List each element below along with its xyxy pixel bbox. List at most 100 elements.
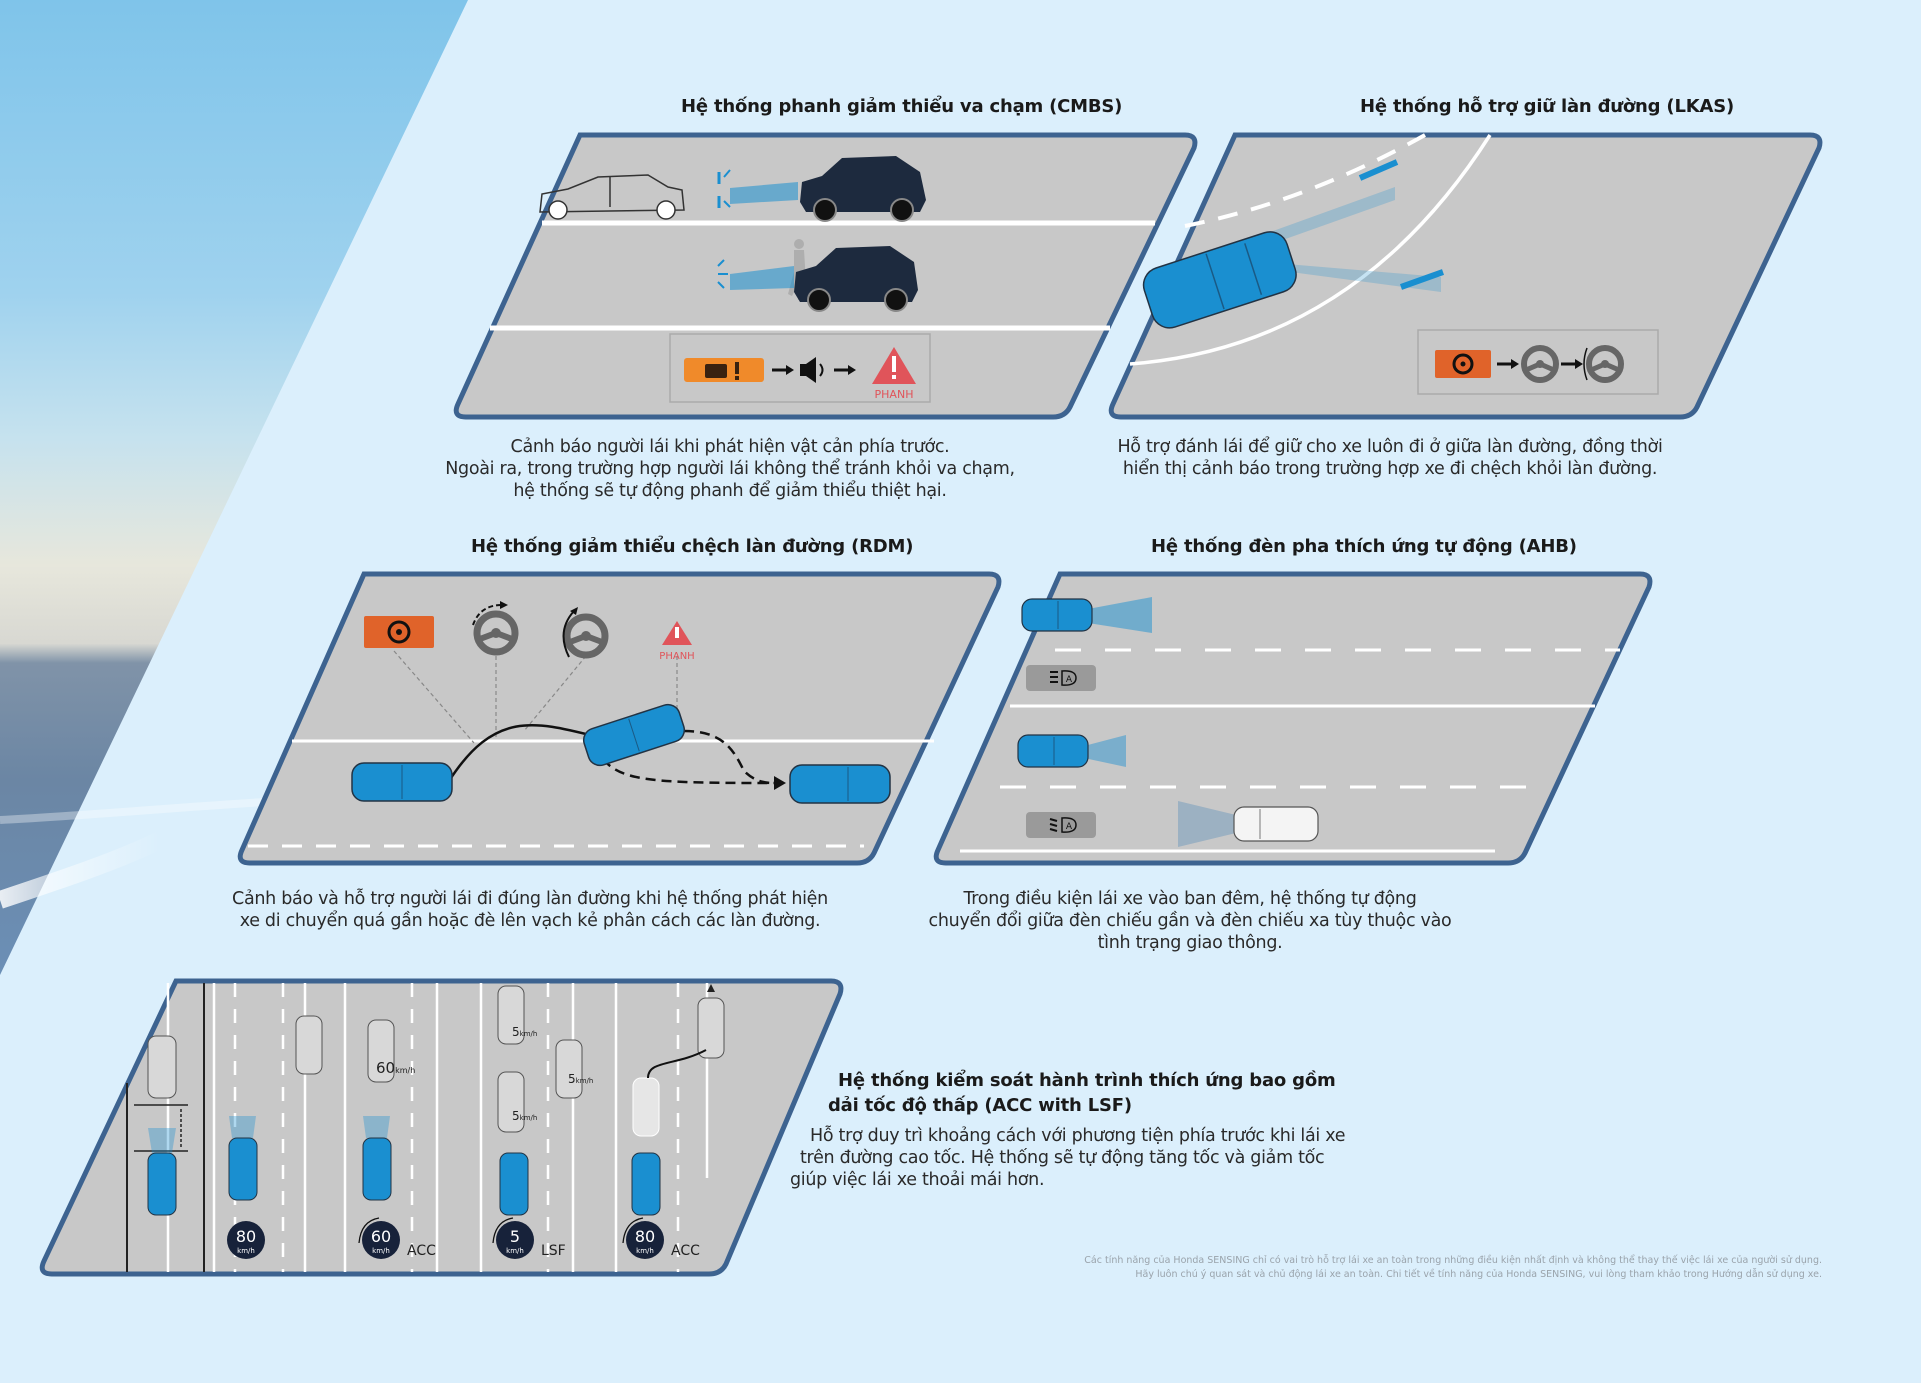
auto-high-beam-icon: A [1026,665,1096,691]
car-speed-label: 5km/h [568,1072,593,1086]
speed-change-arrow-icon [622,1217,644,1244]
acc-title: Hệ thống kiểm soát hành trình thích ứng … [828,1068,1336,1118]
speaker-icon [800,357,824,383]
car-warning-icon [684,358,764,382]
rdm-desc-line: Cảnh báo và hỗ trợ người lái đi đúng làn… [232,889,828,909]
lkas-title: Hệ thống hỗ trợ giữ làn đường (LKAS) [1360,96,1734,117]
arrow-icon [772,365,794,375]
speed-unit: km/h [237,1247,255,1255]
cruise-mode-label: ACC [407,1243,436,1259]
car-top-view-icon [789,764,891,804]
auto-label: A [1066,675,1073,685]
speed-change-arrow-icon [492,1217,514,1244]
correction-path [592,745,775,785]
auto-label: A [1066,822,1073,832]
speed-gauge-dial [362,1221,400,1259]
lkas-description: Hỗ trợ đánh lái để giữ cho xe luôn đi ở … [1090,436,1690,480]
cruise-mode-label: LSF [541,1243,566,1259]
car-top-view-icon [631,1152,661,1216]
rdm-title: Hệ thống giảm thiểu chệch làn đường (RDM… [471,536,914,557]
rdm-illustration: PHANH [237,571,1002,866]
car-outline [555,1039,583,1099]
disclaimer-line: Hãy luôn chú ý quan sát và chủ động lái … [1135,1269,1822,1280]
low-beam-light [1084,735,1126,767]
speed-unit: km/h [506,1247,524,1255]
lkas-road [1108,132,1823,420]
cmbs-desc-line: Cảnh báo người lái khi phát hiện vật cản… [510,437,950,457]
warning-sequence-box [1417,329,1659,395]
suv-icon [800,156,926,222]
speed-gauge-dial [626,1221,664,1259]
car-outline [497,985,525,1045]
ahb-title: Hệ thống đèn pha thích ứng tự động (AHB) [1151,536,1577,557]
car-speed-label: 5km/h [512,1109,537,1123]
speed-gauge: 60km/h ACC [358,1217,436,1259]
disclaimer-footnote: Các tính năng của Honda SENSING chỉ có v… [1084,1254,1822,1282]
rdm-desc-line: xe di chuyển quá gần hoặc đè lên vạch kẻ… [239,911,821,931]
steering-assist-icon [1521,345,1559,383]
steering-assist-icon [472,601,519,656]
ahb-road [933,571,1653,866]
car-speed-label: 5km/h [512,1025,537,1039]
radar-signal-icon [717,259,794,290]
acc-illustration: 60km/h 5km/h 5km/h 5km/h [39,978,844,1277]
car-outline [367,1019,395,1083]
speed-gauge: 5km/h LSF [492,1217,566,1259]
radar-signal-icon [717,169,798,208]
brake-label: PHANH [659,651,694,662]
speed-value: 80 [236,1227,256,1246]
lead-car-outline [147,1035,177,1099]
oncoming-car-icon [1233,806,1319,842]
gap-indicator [134,1104,188,1152]
car-top-view-icon [1017,734,1089,768]
acc-description: Hỗ trợ duy trì khoảng cách với phương ti… [790,1125,1346,1191]
acc-desc-line: trên đường cao tốc. Hệ thống sẽ tự động … [800,1148,1325,1168]
acc-desc-line: Hỗ trợ duy trì khoảng cách với phương ti… [810,1126,1346,1146]
car-top-view-icon [228,1137,258,1201]
arrow-icon [1561,359,1583,369]
car-top-view-icon [1142,231,1297,329]
car-top-view-icon [582,703,686,767]
lane-line-solid [1129,134,1492,366]
lkas-desc-line: hiển thị cảnh báo trong trường hợp xe đi… [1122,459,1658,479]
speed-gauge-dial [227,1221,265,1259]
acc-title-line: dải tốc độ thấp (ACC with LSF) [828,1095,1132,1116]
car-top-view-icon [362,1137,392,1201]
car-top-view-icon [1021,598,1093,632]
speed-value: 60 [371,1227,391,1246]
lane-change-path [647,1049,707,1079]
car-speed-label: 60km/h [376,1059,415,1077]
cmbs-description: Cảnh báo người lái khi phát hiện vật cản… [420,436,1040,502]
disclaimer-line: Các tính năng của Honda SENSING chỉ có v… [1084,1255,1822,1266]
arrow-icon [1497,359,1519,369]
cruise-mode-label: ACC [671,1243,700,1259]
ahb-description: Trong điều kiện lái xe vào ban đêm, hệ t… [900,888,1480,954]
speed-unit: km/h [636,1247,654,1255]
car-top-view-icon [499,1152,529,1216]
ahb-illustration: A A [933,571,1653,866]
steering-return-icon [1583,345,1624,383]
cmbs-illustration: PHANH [453,132,1198,420]
car-outline [295,1015,323,1075]
car-outline [697,997,725,1059]
cmbs-title: Hệ thống phanh giảm thiểu va chạm (CMBS) [681,96,1123,117]
cmbs-desc-line: Ngoài ra, trong trường hợp người lái khô… [445,459,1015,479]
car-top-view-icon [351,762,453,802]
brake-warning-icon [872,347,916,384]
lane-line-dashed [1184,133,1426,228]
drift-path [447,724,595,782]
speed-value: 5 [510,1227,520,1246]
car-outline [497,1071,525,1133]
oncoming-light [1178,801,1236,847]
car-outline-faded [632,1077,660,1137]
ahb-desc-line: Trong điều kiện lái xe vào ban đêm, hệ t… [963,889,1417,909]
sedan-outline-icon [539,174,685,220]
speed-unit: km/h [372,1247,390,1255]
rdm-description: Cảnh báo và hỗ trợ người lái đi đúng làn… [205,888,855,932]
ahb-desc-line: chuyển đổi giữa đèn chiếu gần và đèn chi… [928,911,1452,931]
arrow-icon [834,365,856,375]
warning-sequence-box [669,333,931,403]
suv-icon [794,246,918,312]
